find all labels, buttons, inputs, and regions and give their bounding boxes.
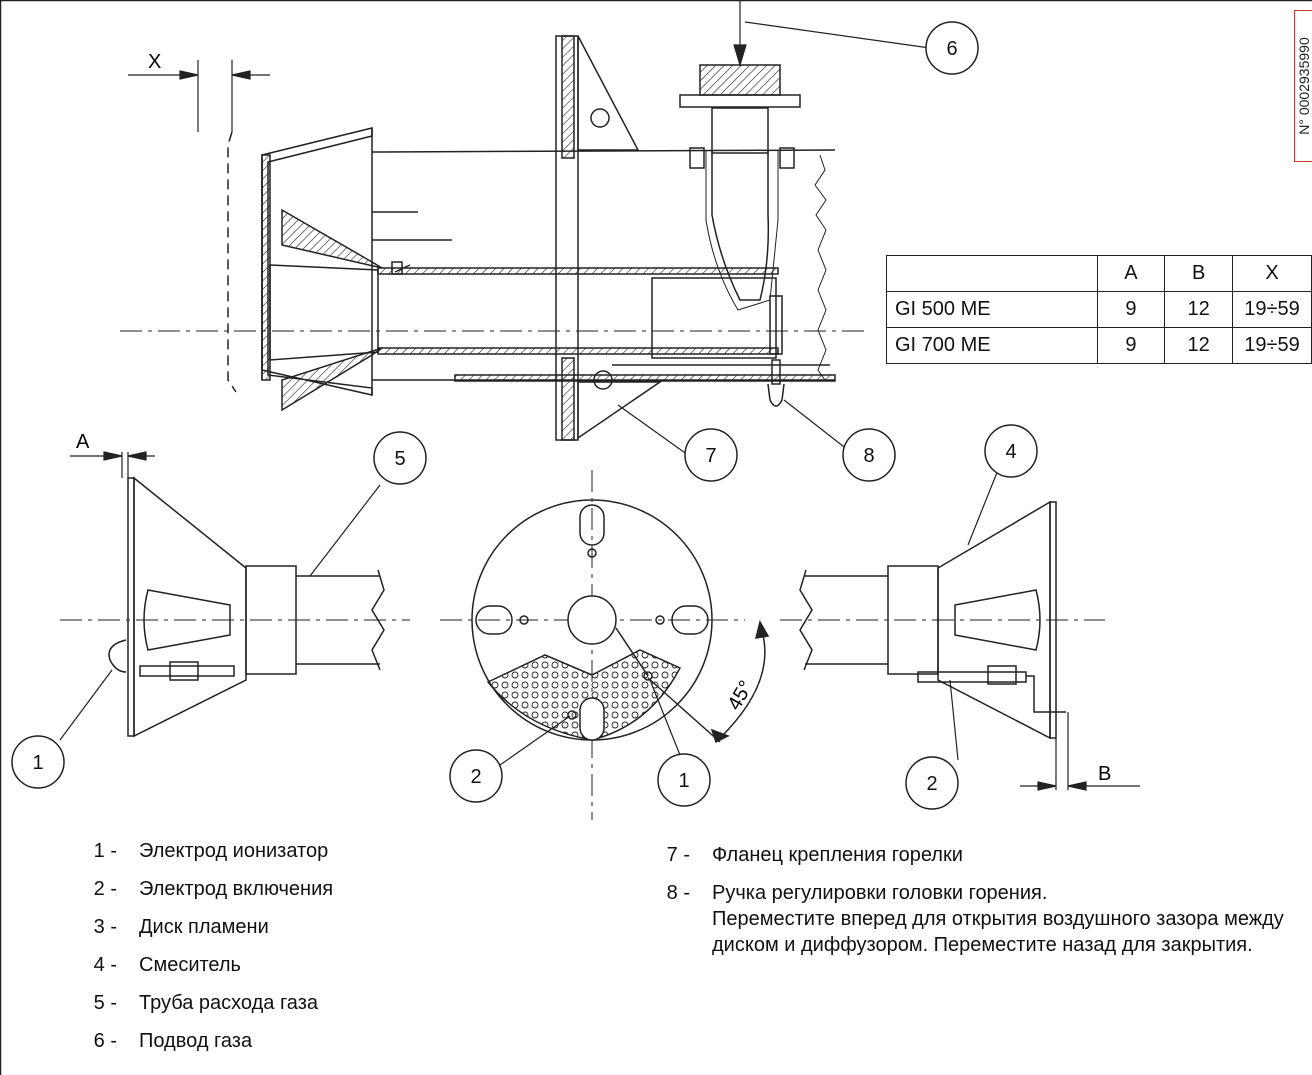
table-cell: GI 500 ME <box>886 291 1098 328</box>
callout-4-circle <box>984 424 1038 478</box>
legend-item-note: Переместите вперед для открытия воздушно… <box>640 906 1312 958</box>
table-header-cell: A <box>1096 255 1166 292</box>
legend-item: 3 - Диск пламени <box>62 914 333 940</box>
callout-7: 7 <box>705 445 716 467</box>
leader-2-right <box>949 679 959 761</box>
legend-item: 8 - Ручка регулировки головки горения. <box>640 880 1312 906</box>
mixer-side-view-left <box>60 476 410 738</box>
legend-text: Ручка регулировки головки горения. <box>712 882 1048 904</box>
table-header-row: A B X <box>886 255 1312 292</box>
legend-number: 3 - <box>93 916 117 938</box>
legend-text: Подвод газа <box>139 1030 253 1052</box>
callout-7-circle <box>684 428 738 482</box>
callout-1-left-circle <box>11 735 65 789</box>
table-cell: 12 <box>1164 327 1234 364</box>
mixer-side-view-right <box>780 500 1105 740</box>
document-number-box: N° 0002935990 <box>1294 10 1312 162</box>
legend-item: 4 - Смеситель <box>62 952 333 978</box>
callout-1-center-circle <box>657 753 711 807</box>
callout-5: 5 <box>394 448 405 470</box>
table-cell: 12 <box>1164 291 1234 328</box>
callout-6-circle <box>925 21 979 75</box>
legend-item: 7 - Фланец крепления горелки <box>640 842 1312 868</box>
leader-1-left <box>59 669 113 741</box>
callout-6: 6 <box>946 38 957 60</box>
dim-label-b: B <box>1098 763 1111 785</box>
legend-text: Переместите вперед для открытия воздушно… <box>712 908 1284 956</box>
document-number: N° 0002935990 <box>1296 37 1312 135</box>
leader-2-center <box>499 715 571 766</box>
legend-text: Фланец крепления горелки <box>712 844 963 866</box>
legend-text: Труба расхода газа <box>139 992 318 1014</box>
table-row: GI 700 ME 9 12 19÷59 <box>886 327 1312 364</box>
dimension-table: A B X GI 500 ME 9 12 19÷59 GI 700 ME 9 1… <box>886 255 1312 364</box>
table-header-cell: X <box>1232 255 1312 292</box>
callout-1-left: 1 <box>32 752 43 774</box>
legend-number: 6 - <box>93 1030 117 1052</box>
dim-label-a: A <box>76 431 90 453</box>
legend-item: 1 - Электрод ионизатор <box>62 838 333 864</box>
leader-5 <box>309 484 381 577</box>
table-row: GI 500 ME 9 12 19÷59 <box>886 291 1312 328</box>
callout-2-right-circle <box>905 756 959 810</box>
dim-label-x: X <box>148 51 161 73</box>
callout-1-center: 1 <box>678 770 689 792</box>
callout-8-circle <box>842 428 896 482</box>
legend-text: Электрод ионизатор <box>139 840 329 862</box>
burner-section-view <box>120 35 870 441</box>
leader-4 <box>967 464 1001 546</box>
angle-label: 45° <box>723 677 757 714</box>
legend-number: 2 - <box>93 878 117 900</box>
table-header-cell: B <box>1164 255 1234 292</box>
legend-item: 5 - Труба расхода газа <box>62 990 333 1016</box>
callout-5-circle <box>373 431 427 485</box>
dimension-x <box>128 60 270 132</box>
table-cell: GI 700 ME <box>886 327 1098 364</box>
legend-number: 7 - <box>666 844 690 866</box>
legend-item: 2 - Электрод включения <box>62 876 333 902</box>
leader-8 <box>783 399 849 451</box>
legend-number: 4 - <box>93 954 117 976</box>
callout-4: 4 <box>1005 441 1016 463</box>
legend-text: Диск пламени <box>139 916 269 938</box>
table-header-cell <box>886 255 1098 292</box>
legend-text: Смеситель <box>139 954 241 976</box>
callout-2-right: 2 <box>926 773 937 795</box>
legend-number <box>640 906 712 958</box>
legend-number: 5 - <box>93 992 117 1014</box>
legend-text: Электрод включения <box>139 878 334 900</box>
callout-8: 8 <box>863 445 874 467</box>
leader-1-center <box>649 679 683 761</box>
callout-2-center: 2 <box>470 766 481 788</box>
flame-disc-front-view <box>440 470 770 820</box>
callout-2-center-circle <box>449 749 503 803</box>
dimension-b <box>1020 712 1140 791</box>
legend-left: 1 - Электрод ионизатор 2 - Электрод включе… <box>62 838 333 1066</box>
dimension-a <box>70 451 155 478</box>
table-cell: 9 <box>1096 291 1166 328</box>
legend-number: 1 - <box>93 840 117 862</box>
legend-right: 7 - Фланец крепления горелки 8 - Ручка рег… <box>640 842 1312 964</box>
table-cell: 19÷59 <box>1232 291 1312 328</box>
legend-item: 6 - Подвод газа <box>62 1028 333 1054</box>
leader-6 <box>733 0 931 68</box>
table-cell: 9 <box>1096 327 1166 364</box>
leader-7 <box>617 404 689 456</box>
legend-number: 8 - <box>666 882 690 904</box>
table-cell: 19÷59 <box>1232 327 1312 364</box>
